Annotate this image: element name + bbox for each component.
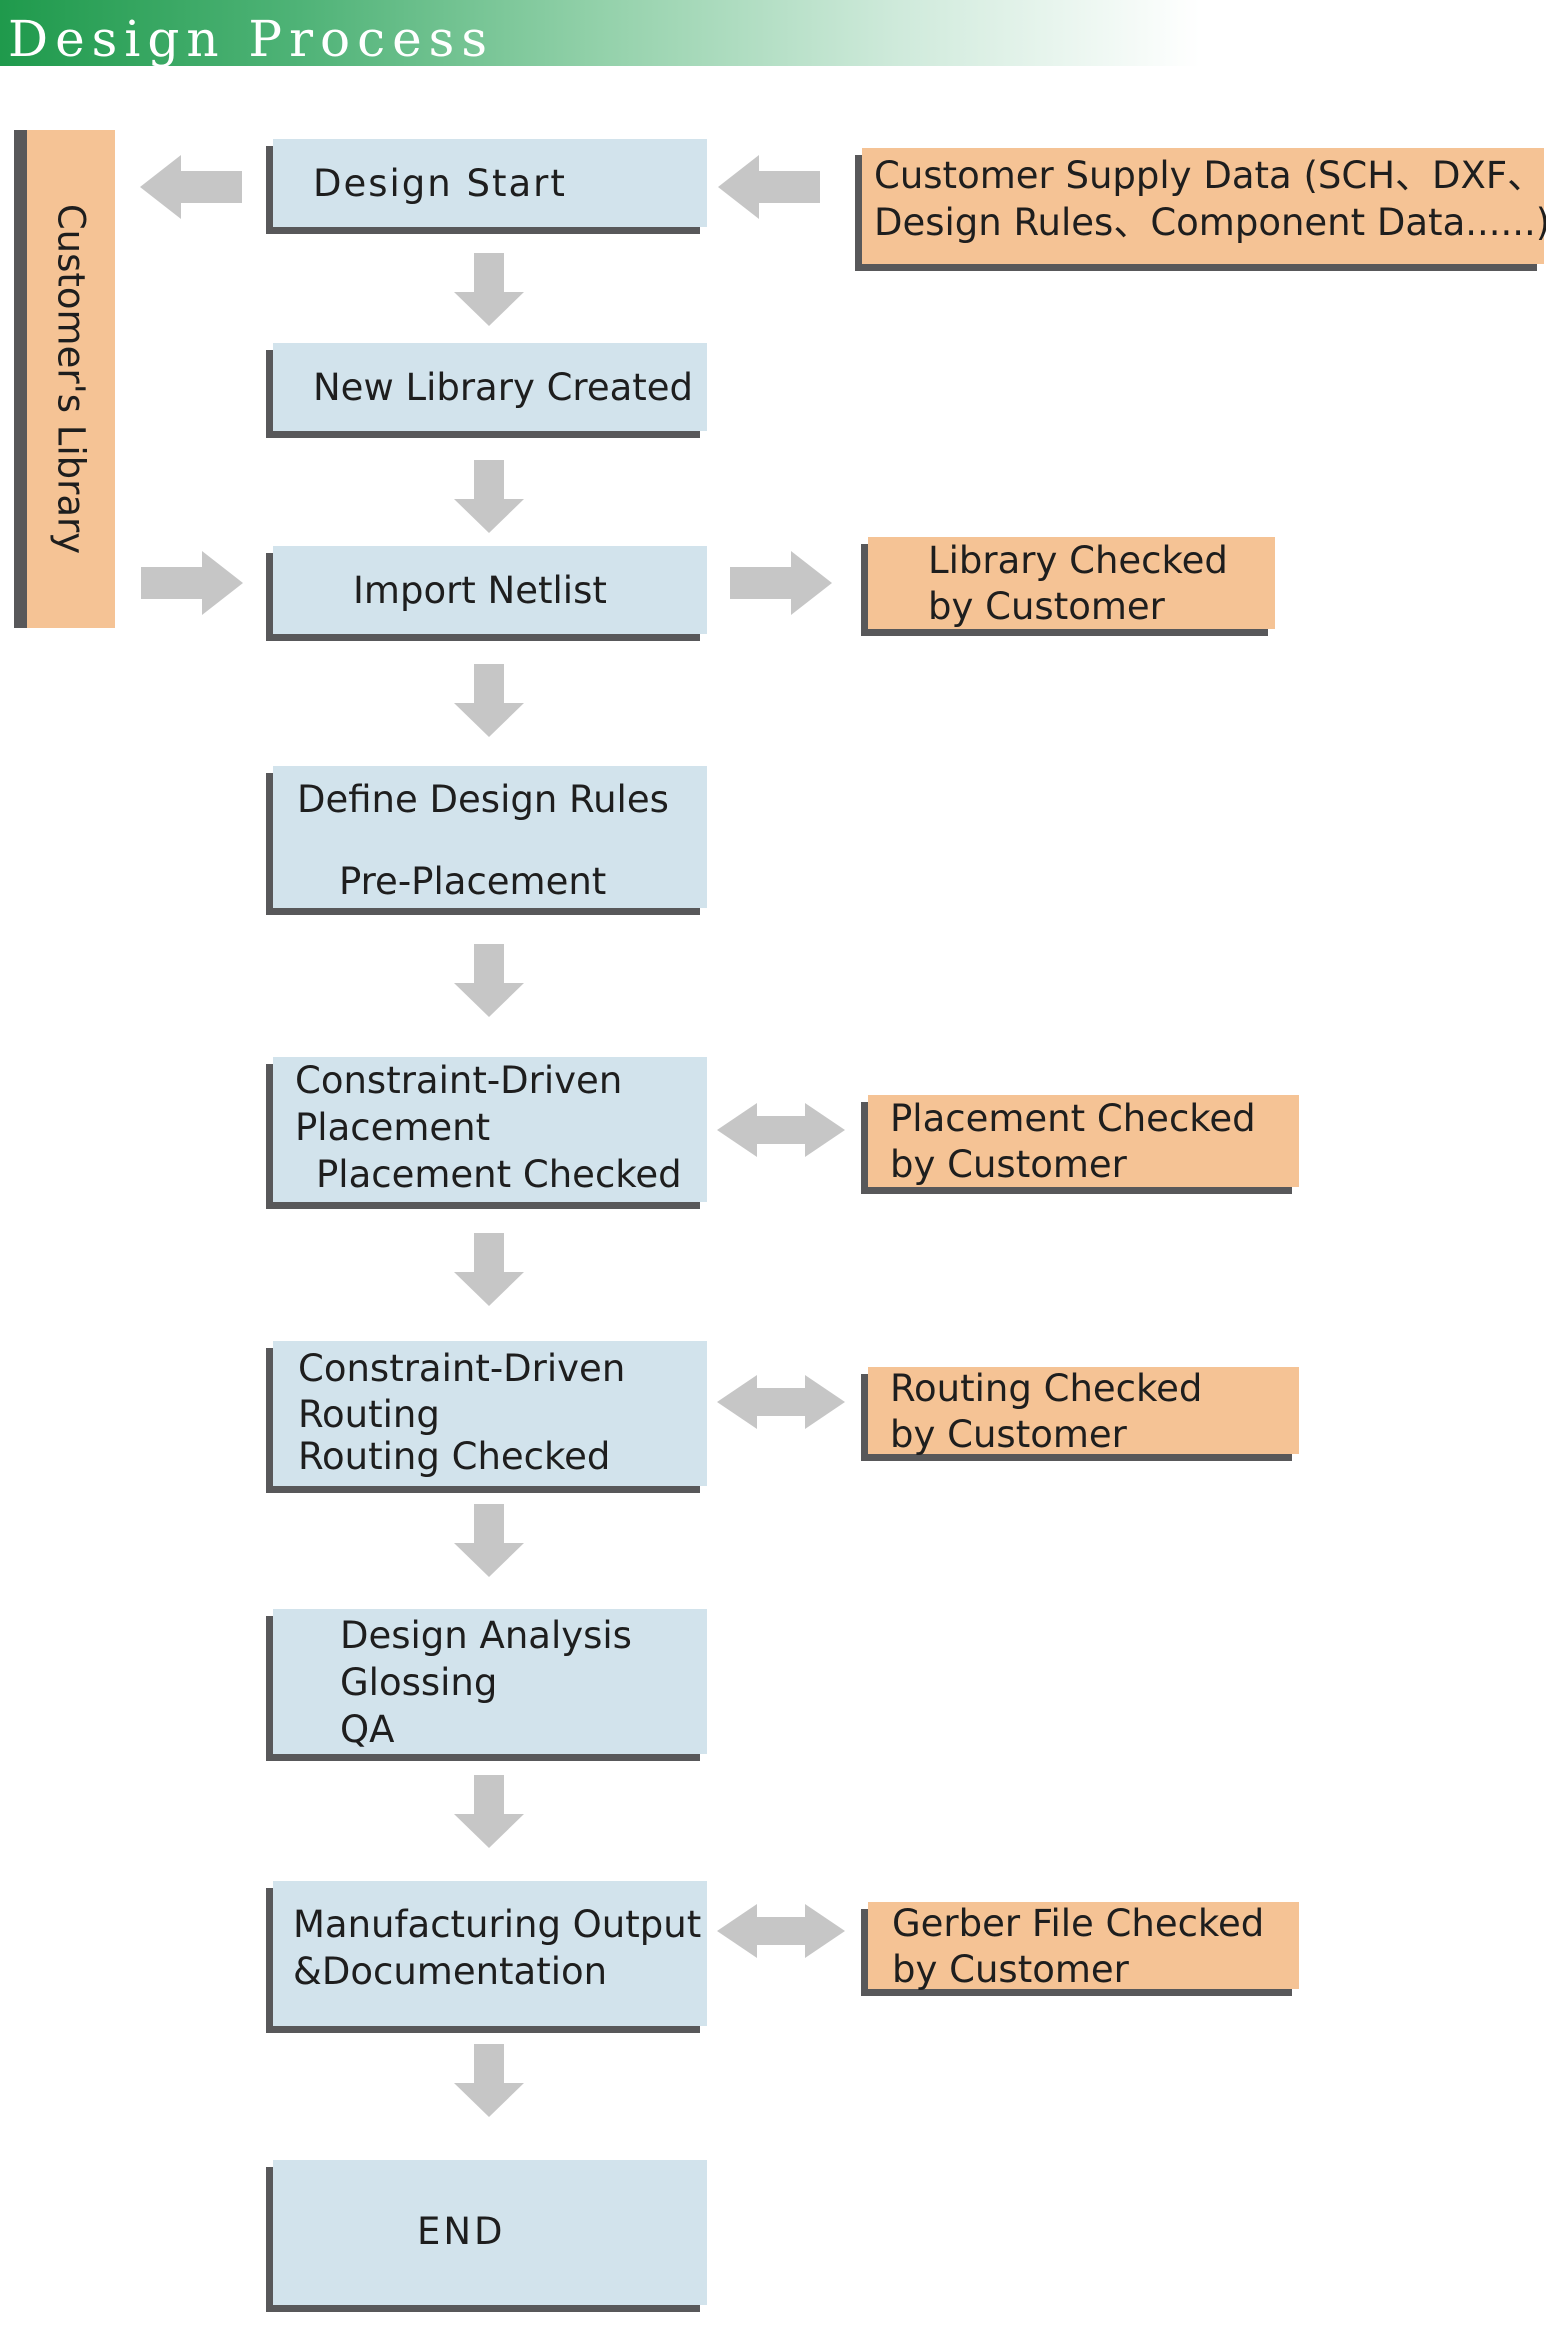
arrow-right-to-library-check xyxy=(730,551,832,615)
check-routing: Routing Checked by Customer xyxy=(868,1367,1299,1456)
check-line: Gerber File Checked xyxy=(892,1902,1265,1945)
step-line: Design Analysis xyxy=(340,1614,632,1657)
arrow-down-3 xyxy=(454,664,524,737)
arrow-down-8 xyxy=(454,2044,524,2117)
arrow-down-1 xyxy=(454,253,524,326)
check-line: Design Rules、Component Data......) xyxy=(874,201,1546,244)
arrow-down-4 xyxy=(454,944,524,1017)
step-line: Define Design Rules xyxy=(297,778,669,821)
step-import-netlist: Import Netlist xyxy=(273,546,707,634)
step-end: END xyxy=(273,2160,707,2305)
step-routing: Constraint-Driven Routing Routing Checke… xyxy=(273,1341,707,1486)
arrow-both-gerber xyxy=(717,1904,845,1958)
check-line: Customer Supply Data (SCH、DXF、 xyxy=(874,154,1545,197)
arrow-both-routing xyxy=(717,1375,845,1429)
step-line: Constraint-Driven xyxy=(295,1059,623,1102)
step-define-rules: Define Design Rules Pre-Placement xyxy=(273,766,707,908)
step-line: Placement Checked xyxy=(316,1153,682,1196)
arrow-down-6 xyxy=(454,1504,524,1577)
title-bar: Design Process xyxy=(0,0,1200,66)
step-line: New Library Created xyxy=(313,366,694,409)
check-line: by Customer xyxy=(890,1413,1127,1456)
check-customer-supply: Customer Supply Data (SCH、DXF、 Design Ru… xyxy=(862,148,1546,264)
arrow-down-7 xyxy=(454,1775,524,1848)
step-design-start: Design Start xyxy=(273,139,707,227)
check-line: Placement Checked xyxy=(890,1097,1256,1140)
check-line: Routing Checked xyxy=(890,1367,1203,1410)
step-line: Manufacturing Output xyxy=(293,1903,702,1946)
check-library: Library Checked by Customer xyxy=(868,537,1275,629)
check-line: Library Checked xyxy=(928,539,1228,582)
step-line: Routing xyxy=(298,1393,440,1436)
step-new-library: New Library Created xyxy=(273,343,707,431)
step-line: &Documentation xyxy=(293,1950,608,1993)
step-line: QA xyxy=(340,1708,395,1751)
step-placement: Constraint-Driven Placement Placement Ch… xyxy=(273,1057,707,1202)
step-line: Import Netlist xyxy=(353,569,607,612)
customer-library-box: Customer's Library xyxy=(27,130,115,628)
check-gerber: Gerber File Checked by Customer xyxy=(868,1902,1299,1991)
arrow-down-5 xyxy=(454,1233,524,1306)
check-placement: Placement Checked by Customer xyxy=(868,1095,1299,1187)
arrow-left-to-library xyxy=(140,155,242,219)
arrow-down-2 xyxy=(454,460,524,533)
step-line: Design Start xyxy=(313,162,567,205)
step-line: END xyxy=(417,2210,506,2253)
check-line: by Customer xyxy=(890,1143,1127,1186)
step-line: Glossing xyxy=(340,1661,498,1704)
step-line: Placement xyxy=(295,1106,491,1149)
step-manufacturing: Manufacturing Output &Documentation xyxy=(273,1881,707,2026)
page-title: Design Process xyxy=(8,10,494,68)
check-line: by Customer xyxy=(928,585,1165,628)
step-line: Pre-Placement xyxy=(339,860,607,903)
arrow-right-from-library xyxy=(141,551,243,615)
check-line: by Customer xyxy=(892,1948,1129,1991)
arrow-both-placement xyxy=(717,1103,845,1157)
arrow-left-to-start xyxy=(718,155,820,219)
step-line: Constraint-Driven xyxy=(298,1347,626,1390)
step-line: Routing Checked xyxy=(298,1435,611,1478)
customer-library-label: Customer's Library xyxy=(49,203,93,555)
step-design-analysis: Design Analysis Glossing QA xyxy=(273,1609,707,1754)
